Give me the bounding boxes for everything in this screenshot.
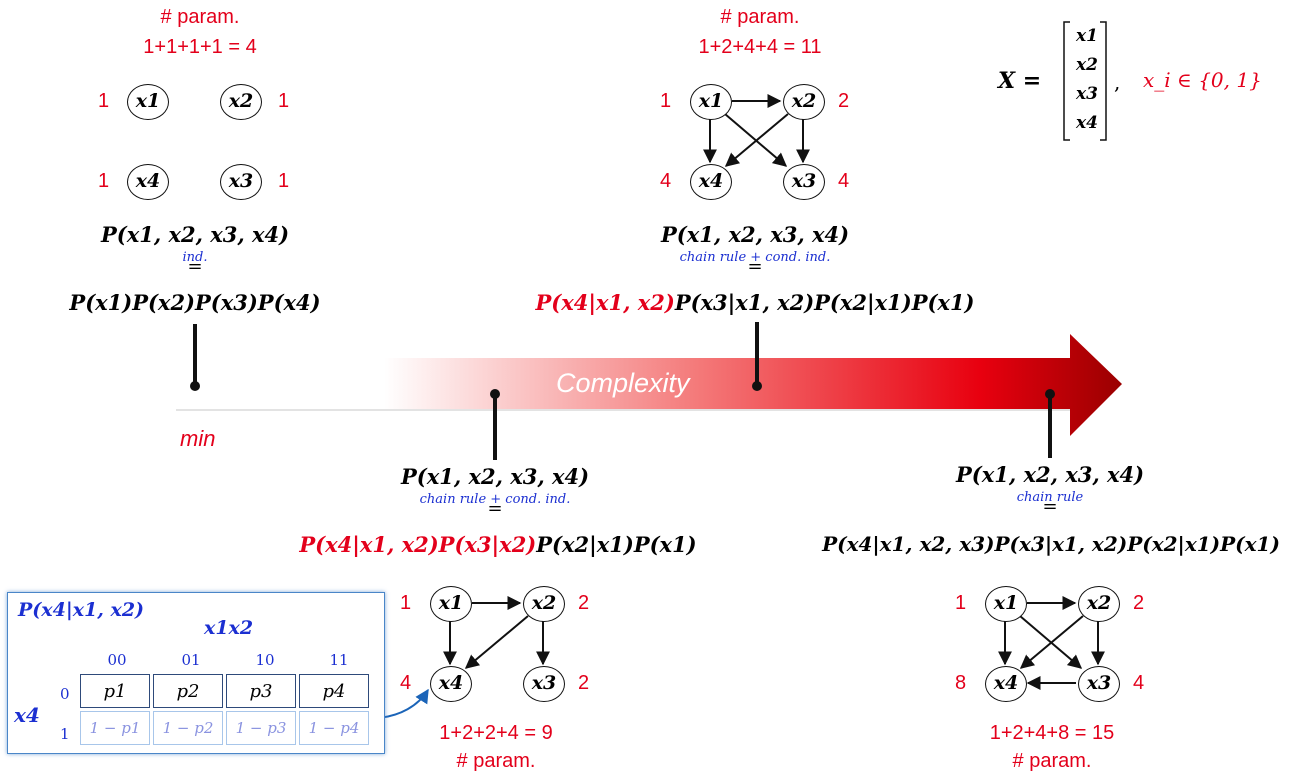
- chain-b-param-x1: 1: [400, 592, 412, 614]
- chain-b-relation: chain rule + cond. ind.: [419, 492, 571, 507]
- full-chain-param-sum: 1+2+4+8 = 15: [989, 722, 1115, 744]
- chain-a-param-title: # param.: [720, 6, 800, 28]
- graph-c-node-x2: x2: [1078, 586, 1120, 622]
- cpt-cell: p3: [226, 674, 296, 708]
- cpt-cell: 1 − p4: [299, 711, 369, 745]
- cpt-grid: p1 p2 p3 p4 1 − p1 1 − p2 1 − p3 1 − p4: [77, 671, 372, 748]
- node-x2: x2: [220, 84, 262, 120]
- independent-joint: P(x1, x2, x3, x4): [100, 222, 290, 247]
- cpt-col-header: x1x2: [204, 617, 254, 639]
- full-chain-equals: =: [1042, 496, 1058, 517]
- chain-b-equals: =: [487, 498, 503, 519]
- cpt-row-0: 0: [60, 685, 70, 703]
- chain-a-factorization: P(x4|x1, x2)P(x3|x1, x2)P(x2|x1)P(x1): [535, 290, 975, 315]
- complexity-label: Complexity: [556, 368, 690, 398]
- full-chain-param-title: # param.: [1012, 750, 1092, 772]
- independent-param-x2: 1: [278, 90, 290, 112]
- full-chain-param-x4: 8: [955, 672, 967, 694]
- chain-b-param-sum: 1+2+2+4 = 9: [439, 722, 553, 744]
- graph-a-node-x3: x3: [783, 164, 825, 200]
- chain-a-param-x4: 4: [660, 170, 672, 192]
- full-chain-joint: P(x1, x2, x3, x4): [955, 462, 1145, 487]
- graph-a-node-x2: x2: [783, 84, 825, 120]
- vector-domain: x_i ∈ {0, 1}: [1143, 68, 1262, 92]
- node-x3: x3: [220, 164, 262, 200]
- chain-a-param-x3: 4: [838, 170, 850, 192]
- cpt-row-1: 1: [60, 725, 70, 743]
- independent-param-title: # param.: [160, 6, 240, 28]
- graph-b-node-x2: x2: [523, 586, 565, 622]
- chain-b-factorization: P(x4|x1, x2)P(x3|x2)P(x2|x1)P(x1): [299, 532, 697, 557]
- independent-relation: ind.: [182, 250, 208, 265]
- chain-a-param-x2: 2: [838, 90, 850, 112]
- vector-entries: x1 x2 x3 x4: [1076, 26, 1098, 133]
- graph-c-node-x4: x4: [985, 666, 1027, 702]
- chain-b-param-title: # param.: [456, 750, 536, 772]
- independent-param-x3: 1: [278, 170, 290, 192]
- cpt-cell: p2: [153, 674, 223, 708]
- table-row: 1 − p1 1 − p2 1 − p3 1 − p4: [80, 711, 369, 745]
- chain-b-joint: P(x1, x2, x3, x4): [400, 464, 590, 489]
- full-chain-param-x1: 1: [955, 592, 967, 614]
- table-row: p1 p2 p3 p4: [80, 674, 369, 708]
- graph-a-node-x1: x1: [690, 84, 732, 120]
- chain-a-param-x1: 1: [660, 90, 672, 112]
- cpt-title: P(x4|x1, x2): [18, 599, 145, 621]
- complexity-arrow: [176, 334, 1122, 436]
- cpt-cell: 1 − p3: [226, 711, 296, 745]
- graph-c-node-x1: x1: [985, 586, 1027, 622]
- chain-a-joint: P(x1, x2, x3, x4): [660, 222, 850, 247]
- min-label: min: [180, 426, 216, 451]
- chain-a-param-sum: 1+2+4+4 = 11: [698, 36, 822, 58]
- independent-param-x1: 1: [98, 90, 110, 112]
- cpt-row-header: x4: [14, 703, 40, 727]
- independent-param-x4: 1: [98, 170, 110, 192]
- independent-factorization: P(x1)P(x2)P(x3)P(x4): [69, 290, 321, 315]
- independent-equals: =: [187, 256, 203, 277]
- node-x4: x4: [127, 164, 169, 200]
- cpt-cell: 1 − p1: [80, 711, 150, 745]
- chain-b-param-x3: 2: [578, 672, 590, 694]
- cpt-cell: 1 − p2: [153, 711, 223, 745]
- vector-lhs: X =: [998, 68, 1042, 94]
- cpt-panel: P(x4|x1, x2) x1x2 x4 0 1 00 01 10 11 p1 …: [7, 592, 385, 754]
- independent-param-sum: 1+1+1+1 = 4: [143, 36, 257, 58]
- cpt-cell: p1: [80, 674, 150, 708]
- chain-a-equals: =: [747, 256, 763, 277]
- graph-b-node-x1: x1: [430, 586, 472, 622]
- graph-a-node-x4: x4: [690, 164, 732, 200]
- chain-b-param-x4: 4: [400, 672, 412, 694]
- full-chain-param-x2: 2: [1133, 592, 1145, 614]
- vector-comma: ,: [1114, 70, 1121, 94]
- full-chain-relation: chain rule: [1016, 490, 1084, 505]
- full-chain-param-x3: 4: [1133, 672, 1145, 694]
- cpt-columns: 00 01 10 11: [107, 651, 349, 669]
- chain-a-relation: chain rule + cond. ind.: [679, 250, 831, 265]
- cpt-cell: p4: [299, 674, 369, 708]
- graph-b-node-x3: x3: [523, 666, 565, 702]
- full-chain-factorization: P(x4|x1, x2, x3)P(x3|x1, x2)P(x2|x1)P(x1…: [822, 532, 1280, 556]
- node-x1: x1: [127, 84, 169, 120]
- max-label: max: [1003, 326, 1045, 351]
- graph-b-node-x4: x4: [430, 666, 472, 702]
- chain-b-param-x2: 2: [578, 592, 590, 614]
- graph-c-node-x3: x3: [1078, 666, 1120, 702]
